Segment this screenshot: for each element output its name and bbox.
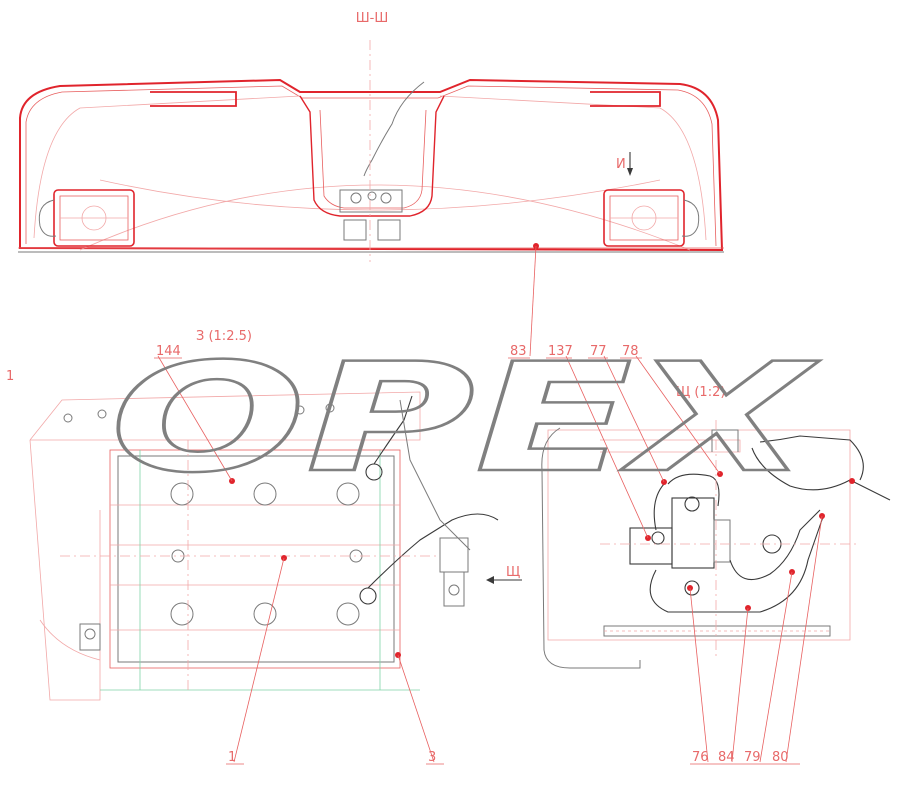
callout-83: 83	[510, 344, 527, 359]
callout-77: 77	[590, 344, 607, 359]
corner-mark: 1	[6, 369, 14, 384]
callout-3: 3	[428, 750, 436, 765]
callout-137: 137	[548, 344, 573, 359]
callout-144: 144	[156, 344, 181, 359]
callout-78: 78	[622, 344, 639, 359]
leader-lines	[154, 245, 823, 765]
callout-1: 1	[228, 750, 236, 765]
view-label-shch: Щ (1:2)	[676, 385, 725, 400]
callout-dot-80b	[849, 478, 855, 484]
callout-76: 76	[692, 750, 709, 765]
watermark-text: OPEX	[110, 332, 820, 506]
detail-view-z: З (1:2.5) Щ 1	[6, 329, 522, 701]
view-label-z: З (1:2.5)	[196, 329, 252, 344]
callout-80: 80	[772, 750, 789, 765]
section-title-sh-sh: Ш-Ш	[356, 11, 389, 26]
top-section-view: Ш-Ш И	[18, 11, 724, 262]
view-label-i: И	[616, 157, 626, 172]
arrow-label-shch: Щ	[506, 565, 520, 580]
callout-79: 79	[744, 750, 761, 765]
watermark: OPEX	[109, 331, 821, 508]
callout-84: 84	[718, 750, 735, 765]
callout-numbers: 144 83 137 77 78 1 3 76 84 79 80	[156, 344, 789, 765]
